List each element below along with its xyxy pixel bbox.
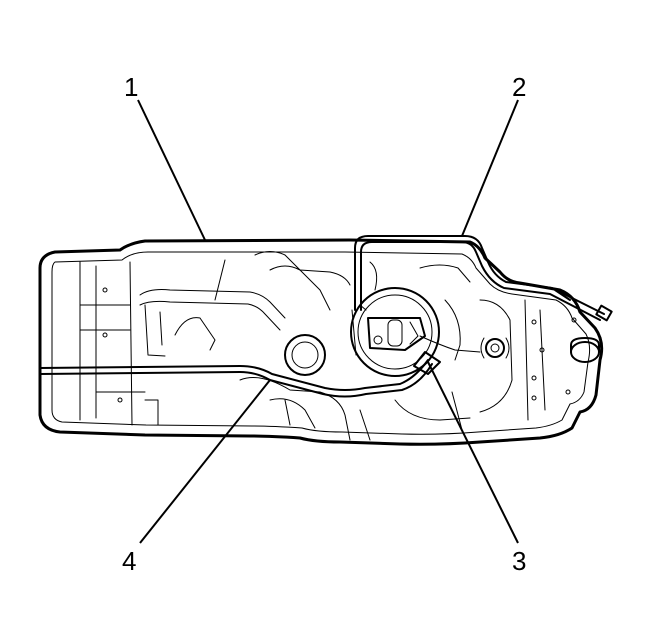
filler-neck-port (480, 317, 600, 401)
leader-line-3 (427, 361, 519, 544)
callout-1: 1 (124, 72, 138, 102)
tank-port-left (284, 334, 326, 376)
callout-4: 4 (122, 546, 136, 576)
fuel-tank-body (38, 238, 604, 446)
fuel-lines (354, 235, 613, 353)
mounting-holes (102, 287, 123, 403)
fuel-pump-module (350, 287, 440, 377)
leader-line-1 (137, 99, 206, 241)
callout-3: 3 (512, 546, 526, 576)
leader-lines (137, 99, 519, 544)
leader-line-2 (461, 99, 519, 237)
callout-2: 2 (512, 72, 526, 102)
leader-line-4 (139, 379, 271, 544)
fuel-tank-strap (39, 351, 441, 398)
